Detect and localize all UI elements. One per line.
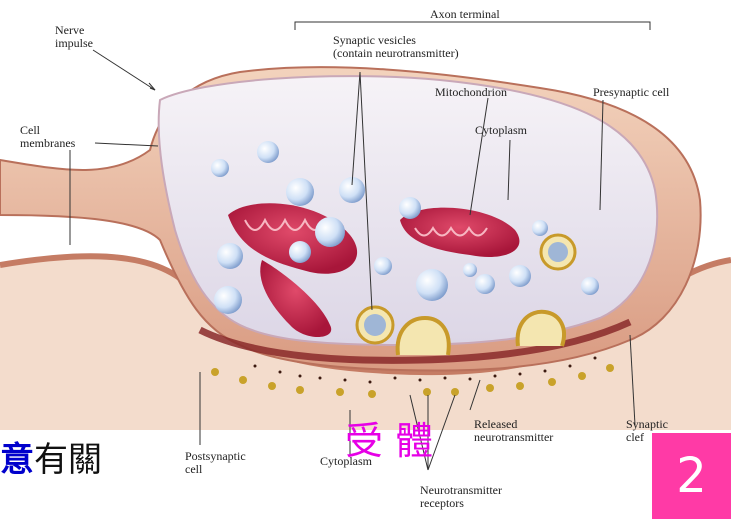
side-text: 意有關 bbox=[0, 432, 102, 481]
annotation-receptor: 受 體 bbox=[345, 410, 433, 465]
label-released-neurotransmitter: Released neurotransmitter bbox=[474, 418, 553, 444]
label-cell-membranes: Cell membranes bbox=[20, 124, 75, 150]
label-synaptic-vesicles: Synaptic vesicles (contain neurotransmit… bbox=[333, 34, 459, 60]
label-neurotransmitter-receptors: Neurotransmitter receptors bbox=[420, 484, 502, 510]
label-nerve-impulse: Nerve impulse bbox=[55, 24, 93, 50]
slide-number: 2 bbox=[652, 433, 731, 519]
side-text-rest: 有關 bbox=[34, 440, 102, 480]
label-mitochondrion: Mitochondrion bbox=[435, 86, 507, 99]
label-postsynaptic-cell: Postsynaptic cell bbox=[185, 450, 246, 476]
label-cytoplasm-top: Cytoplasm bbox=[475, 124, 527, 137]
slide-number-badge: 2 bbox=[652, 433, 731, 519]
label-presynaptic-cell: Presynaptic cell bbox=[593, 86, 669, 99]
side-text-highlight: 意 bbox=[0, 440, 34, 480]
label-axon-terminal: Axon terminal bbox=[430, 8, 500, 21]
